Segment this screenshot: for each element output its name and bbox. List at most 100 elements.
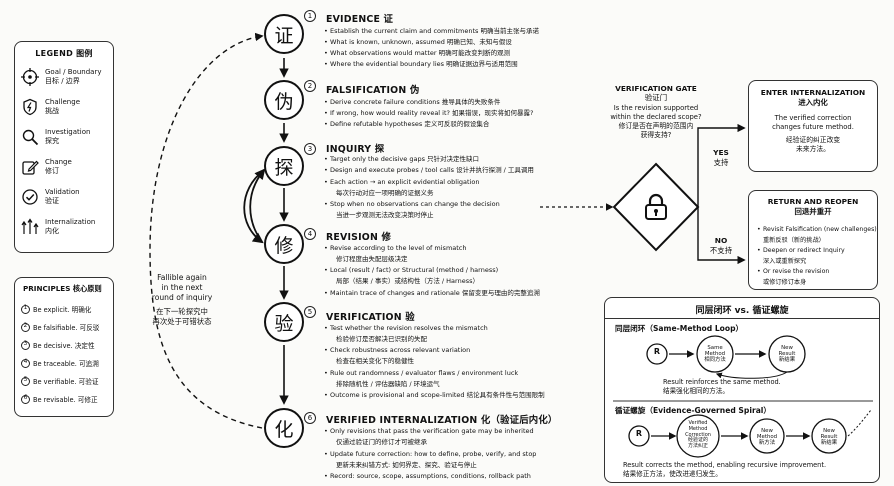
- legend-label-zh: 探究: [45, 137, 59, 145]
- principle-text: Be revisable. 可修正: [33, 396, 98, 404]
- magnifier-icon: [22, 129, 39, 146]
- gate-question-zh: 修订是否在声明的范围内: [618, 122, 694, 130]
- step-bullet: If wrong, how would reality reveal it? 如…: [324, 109, 533, 118]
- spiral-node-correction-label: Verified Method Correction 经验证的 方法纠正: [678, 420, 718, 450]
- fallible-loop-arrow: [149, 32, 264, 429]
- step-bullet-cont: 更新未来纠错方式: 如何界定、探究、验证与停止: [336, 461, 477, 469]
- step-bullet-cont: 检验修订是否解决已识别的失配: [336, 335, 427, 343]
- spiral-node-method-label: New Method 新方法: [750, 428, 784, 446]
- step-bullet-cont: 仅通过验证门的修订才可被继承: [336, 438, 427, 446]
- legend-label: Challenge: [45, 98, 80, 106]
- step-bullet: Stop when no observations can change the…: [324, 200, 500, 209]
- legend-label: Goal / Boundary: [45, 68, 102, 76]
- step-number: 6: [304, 412, 316, 424]
- gate-label: VERIFICATION GATE 验证门 Is the revision su…: [592, 84, 720, 140]
- node-line: Verified: [688, 420, 708, 426]
- return-bullet-cont: 深入或重新探究: [763, 258, 807, 265]
- step-bullet-cont: 修订程度由失配层级决定: [336, 255, 408, 263]
- loop-node-method-label: Same Method 相同方法: [697, 345, 733, 363]
- step-number: 3: [304, 143, 316, 155]
- step-bullet-cont: 排除随机性 / 评估器缺陷 / 环境运气: [336, 380, 440, 388]
- node-line: 新结果: [778, 357, 796, 363]
- step-circle-revision: 修: [264, 224, 304, 264]
- loop-node-r-label: R: [653, 347, 661, 356]
- step-bullet: Rule out randomness / evaluator flaws / …: [324, 369, 518, 378]
- step-bullet: Derive concrete failure conditions 推导具体的…: [324, 98, 500, 107]
- comparison-title: 同层闭环 vs. 循证螺旋: [695, 306, 789, 316]
- legend-label-zh: 内化: [45, 227, 59, 235]
- enter-title-zh: 进入内化: [798, 98, 828, 107]
- principle-text: Be verifiable. 可验证: [33, 378, 99, 386]
- step-bullet: Outcome is provisional and scope-limited…: [324, 391, 545, 400]
- spiral-node-method: [749, 418, 785, 454]
- spiral-title: 循证螺旋（Evidence-Governed Spiral）: [615, 406, 772, 415]
- step-bullet: Establish the current claim and commitme…: [324, 27, 539, 36]
- spiral-trail: [847, 409, 872, 437]
- principle-number: 4: [21, 358, 30, 368]
- step-number: 4: [304, 228, 316, 240]
- target-icon: [21, 68, 39, 86]
- return-reopen-box: RETURN AND REOPEN 回退并重开 Revisit Falsific…: [748, 190, 878, 290]
- step-circle-evidence: 证: [264, 14, 304, 54]
- gate-question: Is the revision supported: [613, 104, 699, 112]
- node-line: Method: [688, 425, 708, 432]
- legend-label-zh: 挑战: [45, 107, 59, 115]
- node-line: Same: [707, 345, 723, 351]
- principles-title: PRINCIPLES 核心原则: [23, 284, 102, 293]
- step-bullet: Record: source, scope, assumptions, cond…: [324, 472, 531, 481]
- loop-note-line: in the next: [161, 283, 203, 292]
- principle-number: 3: [21, 340, 30, 350]
- legend-label: Investigation: [45, 128, 91, 136]
- step-bullet: Where the evidential boundary lies 明确证据边…: [324, 60, 518, 69]
- legend-label-zh: 目标 / 边界: [45, 77, 80, 85]
- yes-arrow: [697, 123, 746, 207]
- spiral-caption: Result corrects the method, enabling rec…: [623, 461, 826, 478]
- node-line: New: [823, 428, 835, 434]
- gate-question: within the declared scope?: [610, 113, 702, 121]
- return-title-zh: 回退并重开: [794, 207, 832, 216]
- step-bullet: Define refutable hypotheses 定义可反驳的假设集合: [324, 120, 489, 129]
- check-circle-icon: [22, 189, 38, 205]
- principle-number: 2: [21, 322, 30, 332]
- loop-note-line: Fallible again: [157, 273, 207, 282]
- node-line: 新方法: [758, 440, 776, 446]
- step-title: VERIFICATION 验: [326, 312, 415, 323]
- loop-node-r: [646, 343, 668, 365]
- loop-title: 同层闭环（Same-Method Loop）: [615, 324, 744, 333]
- loop-note: Fallible again in the next round of inqu…: [136, 273, 228, 327]
- pencil-edit-icon: [22, 160, 39, 175]
- step-bullet: What is known, unknown, assumed 明确已知、未知与…: [324, 38, 512, 47]
- step-title: REVISION 修: [326, 232, 392, 243]
- principle-text: Be traceable. 可追溯: [33, 360, 99, 368]
- enter-text: The verified correction: [774, 114, 852, 122]
- step-bullet: Target only the decisive gaps 只针对决定性缺口: [324, 155, 479, 164]
- principle-text: Be explicit. 明确化: [33, 306, 92, 314]
- yes-label: YES 支持: [704, 148, 738, 168]
- legend-label: Internalization: [45, 218, 96, 226]
- spiral-node-r-label: R: [635, 429, 643, 438]
- step-title: EVIDENCE 证: [326, 14, 394, 25]
- warning-shield-icon: [23, 98, 37, 116]
- caption-line: 结果修正方法，使改进递归发生。: [623, 469, 722, 478]
- spiral-node-r: [628, 425, 650, 447]
- step-bullet: Test whether the revision resolves the m…: [324, 324, 488, 333]
- node-line: 经验证的: [687, 437, 708, 444]
- step-number: 2: [304, 80, 316, 92]
- step-bullet: Check robustness across relevant variati…: [324, 346, 470, 355]
- enter-title: ENTER INTERNALIZATION: [760, 88, 866, 97]
- enter-text-zh: 经验证的纠正改变: [785, 136, 841, 144]
- caption-line: 结果强化相同的方法。: [663, 386, 729, 395]
- principle-number: 5: [21, 376, 30, 386]
- loop-caption: Result reinforces the same method. 结果强化相…: [663, 378, 781, 395]
- step-bullet: Update future correction: how to define,…: [324, 450, 536, 459]
- return-bullet-cont: 或修订修订本身: [763, 279, 807, 286]
- gate-title-zh: 验证门: [644, 93, 668, 102]
